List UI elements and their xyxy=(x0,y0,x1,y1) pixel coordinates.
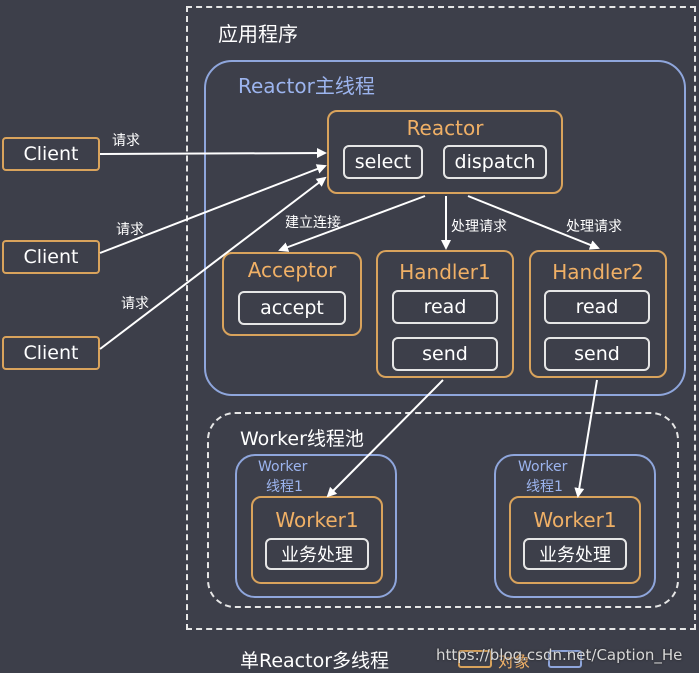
worker-pool-label: Worker线程池 xyxy=(240,428,364,450)
worker-thread-1 xyxy=(235,454,397,598)
reactor-title: Reactor xyxy=(406,116,484,140)
handler1-to-worker1-arrow xyxy=(326,379,444,498)
worker1-left-task-box: 业务处理 xyxy=(265,538,369,570)
diagram-caption: 单Reactor多线程 xyxy=(240,650,390,672)
client-box-3: Client xyxy=(2,336,100,370)
request-label-2: 请求 xyxy=(116,222,144,238)
client3-to-reactor-arrow xyxy=(99,176,327,350)
worker-thread-1-label-line1: Worker xyxy=(258,459,308,475)
handle2-edge-label: 处理请求 xyxy=(566,219,622,235)
worker1-object-left xyxy=(251,496,383,584)
worker-pool xyxy=(207,412,679,608)
client-box-1: Client xyxy=(2,137,100,171)
worker1-right-task-box: 业务处理 xyxy=(523,538,627,570)
reactor-object xyxy=(327,110,563,194)
worker1-left-title: Worker1 xyxy=(275,508,359,532)
client1-to-reactor-arrow xyxy=(99,148,327,159)
worker-thread-2-label-line2: 线程1 xyxy=(526,479,563,495)
legend-object-label: 对象 xyxy=(498,652,531,671)
handler1-object xyxy=(376,250,514,378)
connect-edge-label: 建立连接 xyxy=(285,215,341,231)
reactor-dispatch-box: dispatch xyxy=(443,145,547,179)
application-boundary xyxy=(186,6,696,630)
request-label-1: 请求 xyxy=(112,133,140,149)
acceptor-accept-box: accept xyxy=(238,291,346,325)
handler2-read-box: read xyxy=(544,290,650,324)
handler2-to-worker1-arrow xyxy=(574,379,598,498)
handler1-read-box: read xyxy=(392,290,498,324)
watermark: https://blog.csdn.net/Caption_He xyxy=(436,646,683,664)
worker1-right-title: Worker1 xyxy=(533,508,617,532)
acceptor-object xyxy=(222,252,362,336)
application-label: 应用程序 xyxy=(218,22,298,46)
request-label-3: 请求 xyxy=(121,296,149,312)
reactor-main-thread xyxy=(204,60,686,396)
reactor-select-box: select xyxy=(343,145,423,179)
worker-thread-1-label-line2: 线程1 xyxy=(266,479,303,495)
handler2-send-box: send xyxy=(544,337,650,371)
legend-object-swatch xyxy=(458,650,492,668)
handle1-edge-label: 处理请求 xyxy=(451,219,507,235)
handler2-object xyxy=(529,250,667,378)
worker-thread-2 xyxy=(494,454,656,598)
handler2-title: Handler2 xyxy=(552,260,644,284)
client2-to-reactor-arrow xyxy=(99,164,327,254)
reactor-to-handler2-arrow xyxy=(467,195,600,250)
reactor-main-thread-label: Reactor主线程 xyxy=(238,74,375,98)
handler1-title: Handler1 xyxy=(399,260,491,284)
legend-thread-swatch xyxy=(548,650,582,668)
reactor-to-acceptor-arrow xyxy=(278,195,426,252)
client-box-2: Client xyxy=(2,240,100,274)
handler1-send-box: send xyxy=(392,337,498,371)
acceptor-title: Acceptor xyxy=(247,258,337,282)
worker-thread-2-label-line1: Worker xyxy=(518,459,568,475)
